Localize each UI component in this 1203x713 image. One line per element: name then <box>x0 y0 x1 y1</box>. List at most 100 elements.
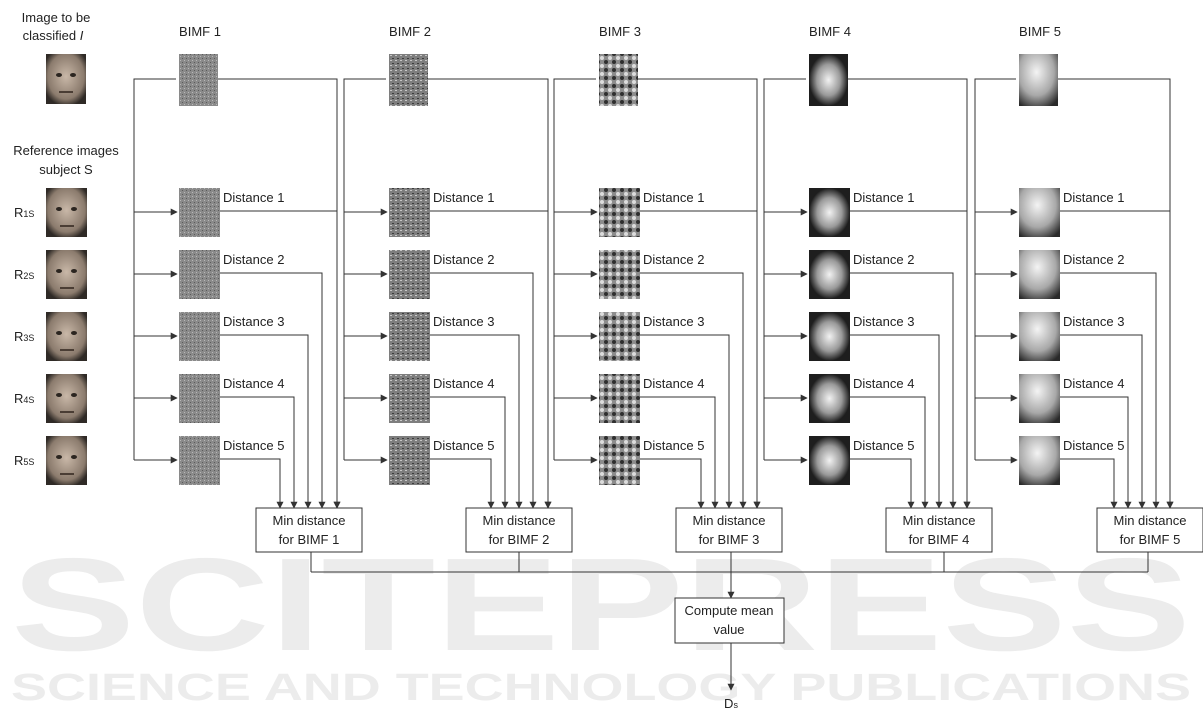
bimf-3-distance-label-2: Distance 2 <box>643 252 704 267</box>
bimf-4-reference-image-5 <box>809 436 850 485</box>
bimf-1-reference-image-4 <box>179 374 220 423</box>
reference-face-image-5 <box>46 436 87 485</box>
bimf-4-min-label-line1: Min distance <box>903 513 976 528</box>
bimf-2-distance-connector-5 <box>430 459 491 508</box>
bimf-4-distance-connector-3 <box>850 335 939 508</box>
bimf-5-input-image <box>1019 54 1058 106</box>
bimf-4-reference-image-1 <box>809 188 850 237</box>
bimf-5-reference-image-3 <box>1019 312 1060 361</box>
bimf-1-distance-connector-3 <box>220 335 308 508</box>
bimf-2-reference-image-1 <box>389 188 430 237</box>
reference-face-image-2 <box>46 250 87 299</box>
reference-face-image-1 <box>46 188 87 237</box>
bimf-title-4: BIMF 4 <box>809 24 851 39</box>
bimf-4-reference-image-4 <box>809 374 850 423</box>
reference-label-2: R2S <box>14 267 34 282</box>
watermark-title: SCITEPRESS <box>11 531 1191 678</box>
bimf-3-distance-label-1: Distance 1 <box>643 190 704 205</box>
reference-label-line2: subject S <box>39 162 93 177</box>
bimf-3-input-image <box>599 54 638 106</box>
bimf-3-distance-label-5: Distance 5 <box>643 438 704 453</box>
bimf-1-distance-label-2: Distance 2 <box>223 252 284 267</box>
bimf-2-distance-label-5: Distance 5 <box>433 438 494 453</box>
bimf-3-distance-label-3: Distance 3 <box>643 314 704 329</box>
bimf-4-min-label-line2: for BIMF 4 <box>909 532 970 547</box>
bimf-5-min-label-line2: for BIMF 5 <box>1120 532 1181 547</box>
bimf-5-distance-label-4: Distance 4 <box>1063 376 1124 391</box>
bimf-2-distance-connector-3 <box>430 335 519 508</box>
bimf-1-reference-image-2 <box>179 250 220 299</box>
bimf-5-distance-label-3: Distance 3 <box>1063 314 1124 329</box>
bimf-1-distance-label-4: Distance 4 <box>223 376 284 391</box>
bimf-4-split-line <box>764 79 806 460</box>
bimf-3-reference-image-5 <box>599 436 640 485</box>
bimf-title-1: BIMF 1 <box>179 24 221 39</box>
bimf-5-distance-connector-5 <box>1060 459 1114 508</box>
bimf-5-distance-label-5: Distance 5 <box>1063 438 1124 453</box>
bimf-title-5: BIMF 5 <box>1019 24 1061 39</box>
bimf-3-distance-connector-3 <box>640 335 729 508</box>
bimf-3-distance-connector-5 <box>640 459 701 508</box>
bimf-5-distance-label-1: Distance 1 <box>1063 190 1124 205</box>
bimf-1-reference-image-1 <box>179 188 220 237</box>
bimf-5-min-label-line1: Min distance <box>1114 513 1187 528</box>
bimf-1-split-line <box>134 79 176 460</box>
bimf-2-min-label-line1: Min distance <box>483 513 556 528</box>
bimf-4-distance-label-2: Distance 2 <box>853 252 914 267</box>
input-face-image <box>46 54 86 104</box>
bimf-2-reference-image-5 <box>389 436 430 485</box>
bimf-3-split-line <box>554 79 596 460</box>
bimf-title-3: BIMF 3 <box>599 24 641 39</box>
bimf-5-reference-image-5 <box>1019 436 1060 485</box>
reference-face-image-4 <box>46 374 87 423</box>
bimf-2-reference-image-2 <box>389 250 430 299</box>
bimf-title-2: BIMF 2 <box>389 24 431 39</box>
bimf-2-distance-label-4: Distance 4 <box>433 376 494 391</box>
bimf-1-reference-image-5 <box>179 436 220 485</box>
bimf-1-reference-image-3 <box>179 312 220 361</box>
bimf-4-distance-connector-5 <box>850 459 911 508</box>
bimf-1-distance-label-1: Distance 1 <box>223 190 284 205</box>
bimf-1-distance-label-5: Distance 5 <box>223 438 284 453</box>
mean-label-line1: Compute mean <box>685 603 774 618</box>
bimf-2-reference-image-4 <box>389 374 430 423</box>
bimf-2-distance-label-3: Distance 3 <box>433 314 494 329</box>
reference-label-line1: Reference images <box>13 143 119 158</box>
bimf-4-reference-image-2 <box>809 250 850 299</box>
bimf-2-distance-label-2: Distance 2 <box>433 252 494 267</box>
bimf-1-min-label-line1: Min distance <box>273 513 346 528</box>
bimf-3-min-label-line2: for BIMF 3 <box>699 532 760 547</box>
bimf-2-min-label-line2: for BIMF 2 <box>489 532 550 547</box>
reference-label-5: R5S <box>14 453 34 468</box>
bimf-1-min-label-line2: for BIMF 1 <box>279 532 340 547</box>
bimf-1-input-image <box>179 54 218 106</box>
bimf-3-distance-label-4: Distance 4 <box>643 376 704 391</box>
bimf-1-distance-label-3: Distance 3 <box>223 314 284 329</box>
mean-label-line2: value <box>713 622 744 637</box>
bimf-3-reference-image-1 <box>599 188 640 237</box>
bimf-3-reference-image-4 <box>599 374 640 423</box>
bimf-4-reference-image-3 <box>809 312 850 361</box>
bimf-2-split-line <box>344 79 386 460</box>
bimf-4-input-image <box>809 54 848 106</box>
bimf-5-reference-image-1 <box>1019 188 1060 237</box>
bimf-3-min-label-line1: Min distance <box>693 513 766 528</box>
bimf-4-distance-label-4: Distance 4 <box>853 376 914 391</box>
bimf-4-distance-label-5: Distance 5 <box>853 438 914 453</box>
bimf-2-input-image <box>389 54 428 106</box>
bimf-3-reference-image-3 <box>599 312 640 361</box>
input-label-line2: classified I <box>23 28 84 43</box>
reference-face-image-3 <box>46 312 87 361</box>
bimf-5-reference-image-2 <box>1019 250 1060 299</box>
bimf-3-reference-image-2 <box>599 250 640 299</box>
reference-label-4: R4S <box>14 391 34 406</box>
bimf-2-distance-label-1: Distance 1 <box>433 190 494 205</box>
bimf-5-distance-label-2: Distance 2 <box>1063 252 1124 267</box>
bimf-4-distance-label-1: Distance 1 <box>853 190 914 205</box>
watermark-subtitle: SCIENCE AND TECHNOLOGY PUBLICATIONS <box>11 667 1191 709</box>
reference-label-1: R1S <box>14 205 34 220</box>
bimf-2-reference-image-3 <box>389 312 430 361</box>
input-label-line1: Image to be <box>22 10 91 25</box>
bimf-5-distance-connector-3 <box>1060 335 1142 508</box>
